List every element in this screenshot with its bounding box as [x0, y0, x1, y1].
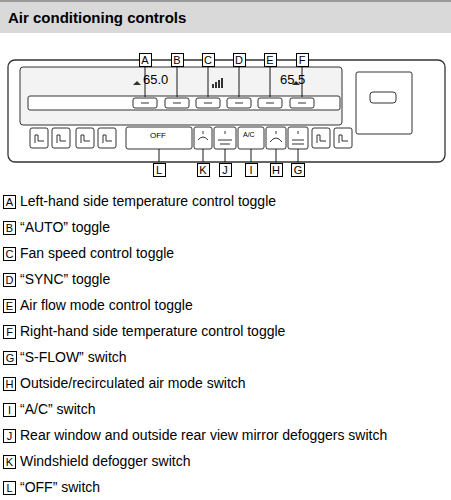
callout-description: “OFF” switch: [20, 479, 100, 495]
callout-description: Fan speed control toggle: [20, 245, 174, 261]
callout-letter: C: [204, 55, 212, 66]
callout-letter: J: [7, 431, 13, 442]
fan-bars: [212, 78, 223, 88]
callout-letter: K: [199, 165, 206, 176]
button-text: OFF: [150, 131, 166, 140]
callout-letter: K: [6, 457, 13, 468]
callout-letter: G: [6, 353, 15, 364]
side-panel: [356, 72, 412, 134]
callout-letter: H: [272, 165, 280, 176]
legend-letter-box: H: [3, 377, 16, 391]
temperature-readout: 65.5: [280, 72, 305, 87]
callout-box: C: [202, 53, 215, 67]
callout-box: L: [153, 163, 166, 177]
callout-letter: A: [141, 55, 148, 66]
callout-letter: H: [6, 379, 14, 390]
callout-letter: D: [6, 275, 14, 286]
callout-box: I: [245, 163, 258, 177]
toggle-marks: [141, 103, 306, 104]
callout-box: D: [233, 53, 246, 67]
callout-description: “S-FLOW” switch: [20, 349, 127, 365]
callout-box: F: [296, 53, 309, 67]
callout-letter: D: [235, 55, 243, 66]
callout-letter: I: [249, 165, 252, 176]
display-area: [20, 67, 342, 125]
legend-letter-box: I: [3, 403, 16, 417]
callout-description: Outside/recirculated air mode switch: [20, 375, 246, 391]
callout-box: G: [291, 163, 305, 177]
legend-letter-box: L: [3, 481, 16, 495]
callout-description: Right-hand side temperature control togg…: [20, 323, 285, 339]
callout-letter: A: [6, 197, 13, 208]
title-band: Air conditioning controls: [0, 0, 451, 33]
callout-letter: C: [6, 249, 14, 260]
toggles: [133, 98, 314, 108]
side-slot: [370, 92, 396, 103]
button-row: [30, 127, 352, 149]
callout-letter: E: [6, 301, 13, 312]
callout-letter: J: [222, 165, 228, 176]
callout-letter: F: [6, 327, 13, 338]
panel-housing: [8, 60, 445, 162]
legend-letter-box: G: [3, 351, 17, 365]
callout-box: K: [197, 163, 210, 177]
callout-box: H: [270, 163, 283, 177]
callout-box: E: [264, 53, 277, 67]
legend-letter-box: B: [3, 221, 16, 235]
callout-box: J: [219, 163, 232, 177]
callout-letter: L: [156, 165, 162, 176]
callout-box: B: [171, 53, 184, 67]
callout-description: “AUTO” toggle: [20, 219, 110, 235]
callout-description: “A/C” switch: [20, 401, 95, 417]
callout-description: Windshield defogger switch: [20, 453, 190, 469]
callout-letter: E: [266, 55, 273, 66]
callout-letter: B: [6, 223, 13, 234]
legend-letter-box: A: [3, 195, 16, 209]
section-title: Air conditioning controls: [8, 9, 186, 26]
callout-description: “SYNC” toggle: [20, 271, 110, 287]
legend-letter-box: D: [3, 273, 16, 287]
callout-description: Left-hand side temperature control toggl…: [20, 193, 276, 209]
button-icons: [35, 131, 348, 144]
legend-letter-box: F: [3, 325, 16, 339]
callout-letter: B: [173, 55, 180, 66]
callout-letter: L: [6, 483, 12, 494]
temperature-readout: 65.0: [143, 72, 168, 87]
callout-letter: G: [294, 165, 303, 176]
leader-lines: [145, 67, 302, 162]
callout-description: Air flow mode control toggle: [20, 297, 193, 313]
callout-letter: F: [299, 55, 306, 66]
toggle-strip: [28, 96, 340, 110]
legend-letter-box: K: [3, 455, 16, 469]
legend-letter-box: E: [3, 299, 16, 313]
legend-letter-box: C: [3, 247, 16, 261]
button-text: A/C: [243, 131, 255, 139]
callout-letter: I: [8, 405, 11, 416]
callout-description: Rear window and outside rear view mirror…: [20, 427, 387, 443]
callout-box: A: [139, 53, 152, 67]
legend-letter-box: J: [3, 429, 16, 443]
